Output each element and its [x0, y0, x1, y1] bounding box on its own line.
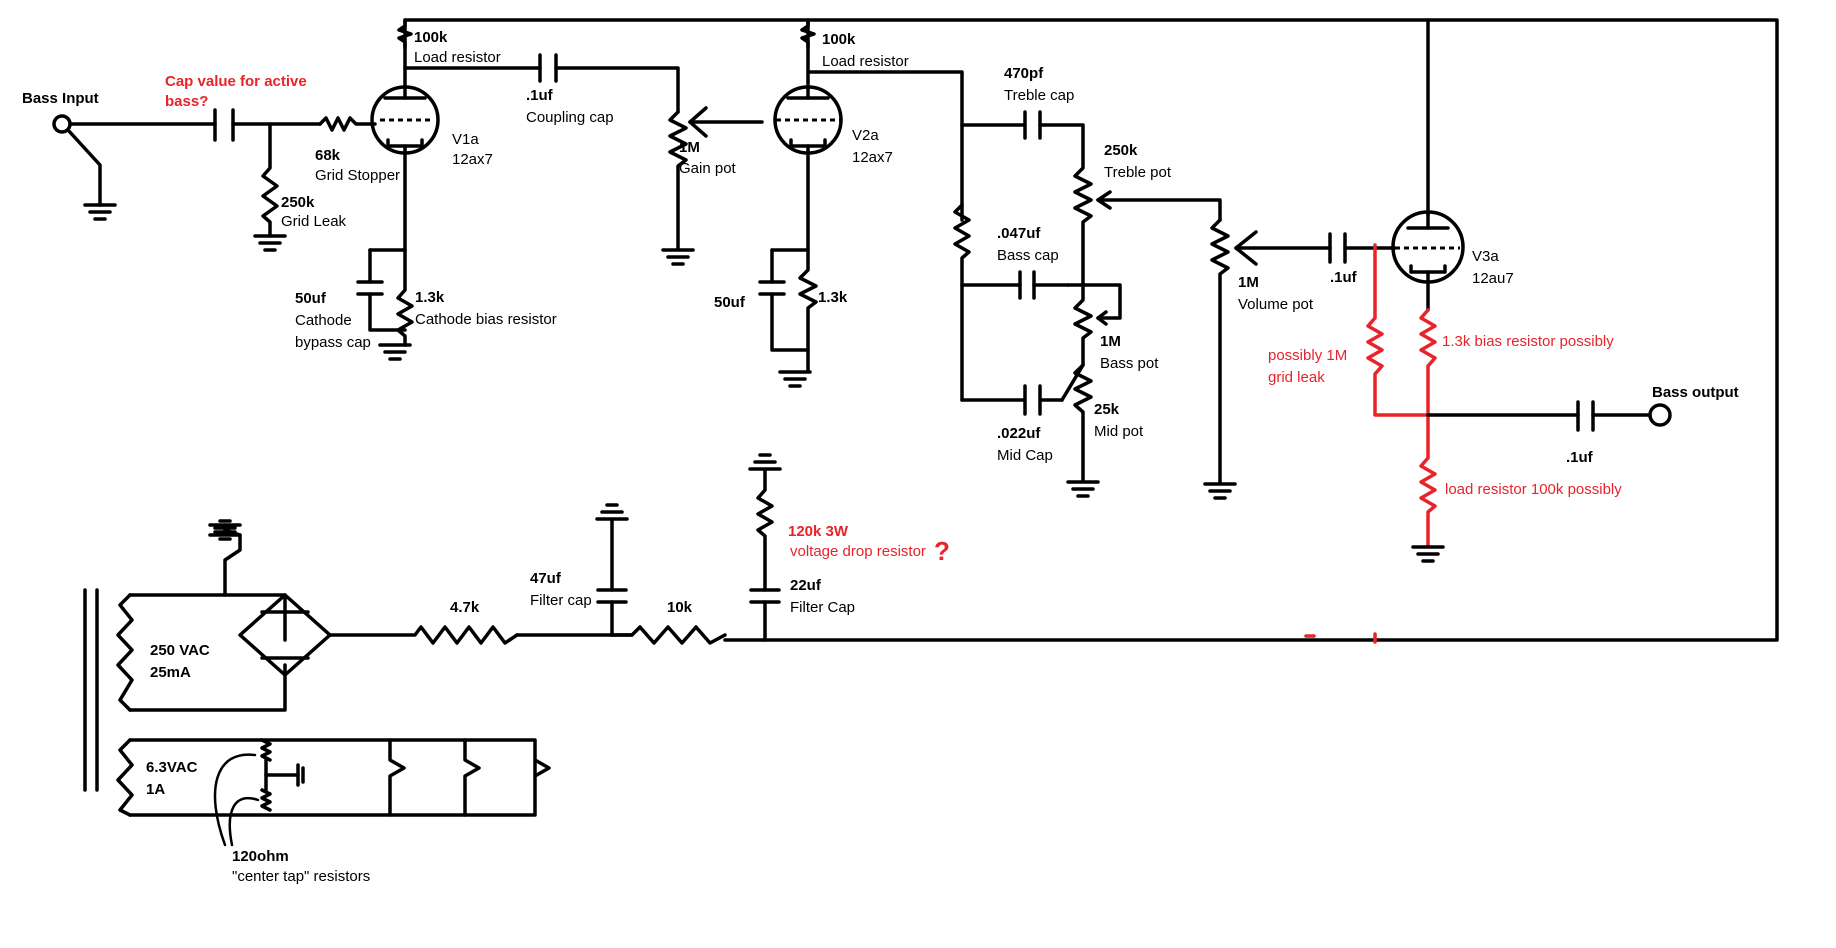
resistor-10k-value: 10k — [667, 599, 693, 616]
red-grid-leak-line-2: grid leak — [1268, 369, 1325, 386]
question-mark: ? — [934, 536, 950, 566]
gain-pot — [661, 106, 764, 266]
output-cap-value: .1uf — [1566, 449, 1594, 466]
v3-type: 12au7 — [1472, 270, 1514, 287]
v1-name: V1a — [452, 131, 479, 148]
filament-winding — [128, 738, 551, 847]
v1-cathode-network — [356, 248, 414, 361]
gain-pot-value: 1M — [679, 139, 700, 156]
mid-pot-value: 25k — [1094, 401, 1120, 418]
treble-cap-label: Treble cap — [1004, 87, 1074, 104]
grid-leak-resistor — [253, 122, 287, 252]
voltage-drop-resistor-value: 120k 3W — [788, 523, 849, 540]
output-network — [1426, 400, 1672, 432]
v2-name: V2a — [852, 127, 879, 144]
v3-input-cap-value: .1uf — [1330, 269, 1358, 286]
tube-v1a — [370, 43, 440, 252]
v2-bias-resistor-value: 1.3k — [818, 289, 848, 306]
treble-cap-value: 470pf — [1004, 65, 1044, 82]
input-jack — [52, 114, 117, 221]
filter-cap-22-label: Filter Cap — [790, 599, 855, 616]
filter-cap-47-value: 47uf — [530, 570, 562, 587]
v1-load-resistor — [397, 18, 413, 50]
red-load-resistor-label: load resistor 100k possibly — [1445, 481, 1622, 498]
grid-stopper-value: 68k — [315, 147, 341, 164]
v3-input-cap — [1328, 232, 1397, 264]
input-cap — [213, 108, 235, 142]
volume-pot-value: 1M — [1238, 274, 1259, 291]
grid-stopper-resistor — [318, 116, 377, 132]
filament-winding-current: 1A — [146, 781, 165, 798]
grid-leak-label: Grid Leak — [281, 213, 347, 230]
v1-bypass-cap-label-1: Cathode — [295, 312, 352, 329]
v2-cathode-network — [758, 248, 818, 388]
bass-cap-value: .047uf — [997, 225, 1041, 242]
tube-v3a — [1391, 210, 1465, 312]
v2-bypass-cap-value: 50uf — [714, 294, 746, 311]
v1-bypass-cap-label-2: bypass cap — [295, 334, 371, 351]
bass-pot-value: 1M — [1100, 333, 1121, 350]
v1-type: 12ax7 — [452, 151, 493, 168]
mid-pot-label: Mid pot — [1094, 423, 1144, 440]
volume-pot — [1203, 218, 1332, 500]
v3-name: V3a — [1472, 248, 1499, 265]
coupling-cap-value: .1uf — [526, 87, 554, 104]
treble-pot-label: Treble pot — [1104, 164, 1172, 181]
filter-cap-47-label: Filter cap — [530, 592, 592, 609]
v2-load-label: Load resistor — [822, 53, 909, 70]
labels: Bass Input Cap value for active bass? 68… — [22, 29, 1739, 885]
filter-cap-22uf — [749, 468, 781, 642]
cap-question-line-2: bass? — [165, 93, 208, 110]
center-tap-value: 120ohm — [232, 848, 289, 865]
resistor-4-7k-value: 4.7k — [450, 599, 480, 616]
bridge-rectifier — [208, 523, 332, 677]
tube-v2a — [773, 43, 843, 252]
red-grid-leak-line-1: possibly 1M — [1268, 347, 1347, 364]
red-annotations — [1304, 243, 1437, 644]
bass-input-label: Bass Input — [22, 90, 99, 107]
hv-winding-voltage: 250 VAC — [150, 642, 210, 659]
v2-type: 12ax7 — [852, 149, 893, 166]
bass-cap-label: Bass cap — [997, 247, 1059, 264]
v1-bias-resistor-value: 1.3k — [415, 289, 445, 306]
bass-output-label: Bass output — [1652, 384, 1739, 401]
filter-cap-22-value: 22uf — [790, 577, 822, 594]
gain-pot-label: Gain pot — [679, 160, 737, 177]
tone-stack — [953, 110, 1222, 498]
v1-load-label: Load resistor — [414, 49, 501, 66]
v1-load-value: 100k — [414, 29, 448, 46]
transformer — [83, 588, 134, 817]
voltage-drop-resistor-label: voltage drop resistor — [790, 543, 926, 560]
filament-winding-voltage: 6.3VAC — [146, 759, 198, 776]
grid-leak-value: 250k — [281, 194, 315, 211]
v2-load-resistor — [800, 18, 816, 50]
red-bias-resistor-label: 1.3k bias resistor possibly — [1442, 333, 1614, 350]
cap-question-line-1: Cap value for active — [165, 73, 307, 90]
center-tap-label: "center tap" resistors — [232, 868, 370, 885]
hv-winding-current: 25mA — [150, 664, 191, 681]
volume-pot-label: Volume pot — [1238, 296, 1314, 313]
grid-stopper-label: Grid Stopper — [315, 167, 400, 184]
v2-load-value: 100k — [822, 31, 856, 48]
bass-pot-label: Bass pot — [1100, 355, 1159, 372]
coupling-cap-label: Coupling cap — [526, 109, 614, 126]
mid-cap-label: Mid Cap — [997, 447, 1053, 464]
coupling-cap — [538, 53, 558, 83]
treble-pot-value: 250k — [1104, 142, 1138, 159]
v1-bias-resistor-label: Cathode bias resistor — [415, 311, 557, 328]
mid-cap-value: .022uf — [997, 425, 1041, 442]
v1-bypass-cap-value: 50uf — [295, 290, 327, 307]
